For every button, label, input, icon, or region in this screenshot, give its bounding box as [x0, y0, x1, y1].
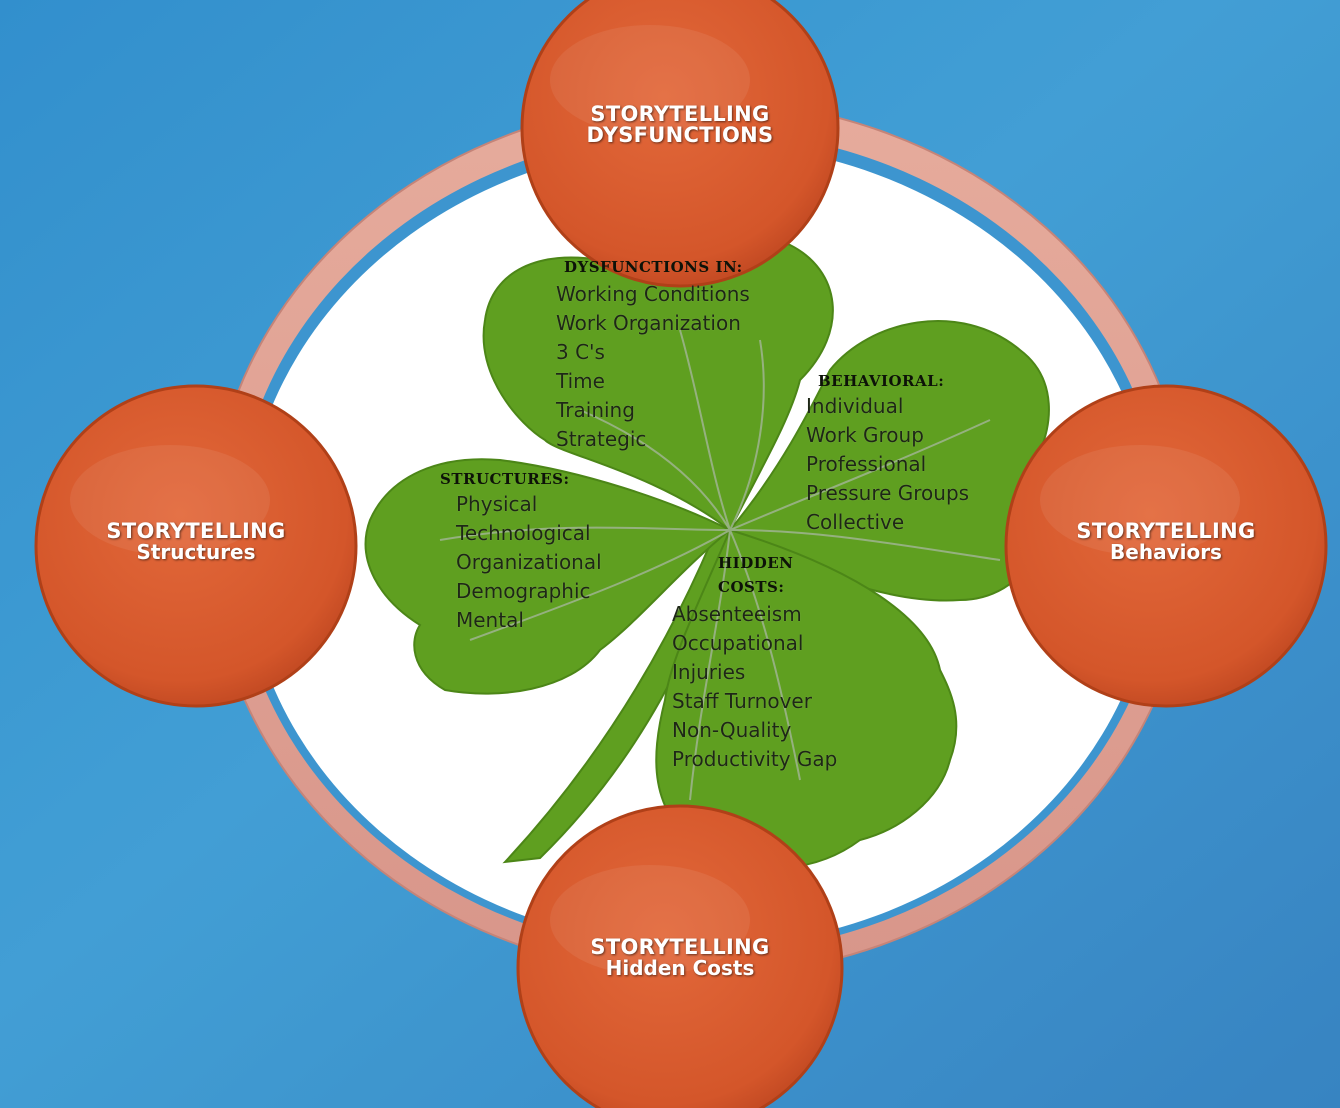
leaf-dysfunctions-item: Strategic — [556, 427, 647, 451]
clover-veins — [439, 329, 1001, 801]
leaf-behavioral-heading: BEHAVIORAL: — [818, 372, 945, 390]
hub-circle-left — [34, 384, 358, 708]
leaf-hidden-costs-item: Injuries — [672, 660, 746, 684]
leaf-hidden-costs-heading: COSTS: — [718, 578, 785, 596]
leaf-dysfunctions-item: Working Conditions — [556, 282, 750, 306]
leaf-behavioral: BEHAVIORAL: Individual Work Group Profes… — [806, 372, 969, 537]
leaf-behavioral-item: Collective — [806, 510, 905, 534]
hub-circle-top — [520, 0, 840, 288]
hub-circle-right — [1004, 384, 1328, 708]
leaf-hidden-costs-item: Non-Quality — [672, 718, 792, 742]
leaf-hidden-costs-item: Occupational — [672, 631, 804, 655]
leaf-dysfunctions-item: 3 C's — [556, 340, 605, 364]
leaf-dysfunctions-heading: DYSFUNCTIONS IN: — [564, 258, 743, 276]
leaf-behavioral-item: Professional — [806, 452, 927, 476]
hub-circle-bottom — [516, 804, 844, 1108]
clover-leaf-bottom — [655, 528, 958, 870]
leaf-behavioral-item: Pressure Groups — [806, 481, 970, 505]
leaf-structures-item: Technological — [456, 521, 591, 545]
leaf-structures-heading: STRUCTURES: — [440, 470, 570, 488]
leaf-hidden-costs-heading: HIDDEN — [718, 554, 794, 572]
leaf-behavioral-item: Work Group — [806, 423, 924, 447]
leaf-structures: STRUCTURES: Physical Technological Organ… — [440, 470, 602, 635]
leaf-structures-item: Mental — [456, 608, 524, 632]
leaf-structures-item: Organizational — [456, 550, 602, 574]
leaf-hidden-costs-item: Staff Turnover — [672, 689, 812, 713]
leaf-behavioral-item: Individual — [806, 394, 904, 418]
leaf-dysfunctions-item: Training — [556, 398, 635, 422]
leaf-hidden-costs: HIDDEN COSTS: Absenteeism Occupational I… — [672, 554, 837, 774]
leaf-structures-item: Demographic — [456, 579, 591, 603]
leaf-dysfunctions: DYSFUNCTIONS IN: Working Conditions Work… — [556, 258, 750, 454]
leaf-hidden-costs-item: Productivity Gap — [672, 747, 838, 771]
leaf-dysfunctions-item: Time — [556, 369, 605, 393]
hub-highlights — [70, 25, 1240, 975]
clover-leaf-left — [364, 458, 732, 695]
leaf-dysfunctions-item: Work Organization — [556, 311, 741, 335]
leaf-structures-item: Physical — [456, 492, 538, 516]
leaf-hidden-costs-item: Absenteeism — [672, 602, 802, 626]
